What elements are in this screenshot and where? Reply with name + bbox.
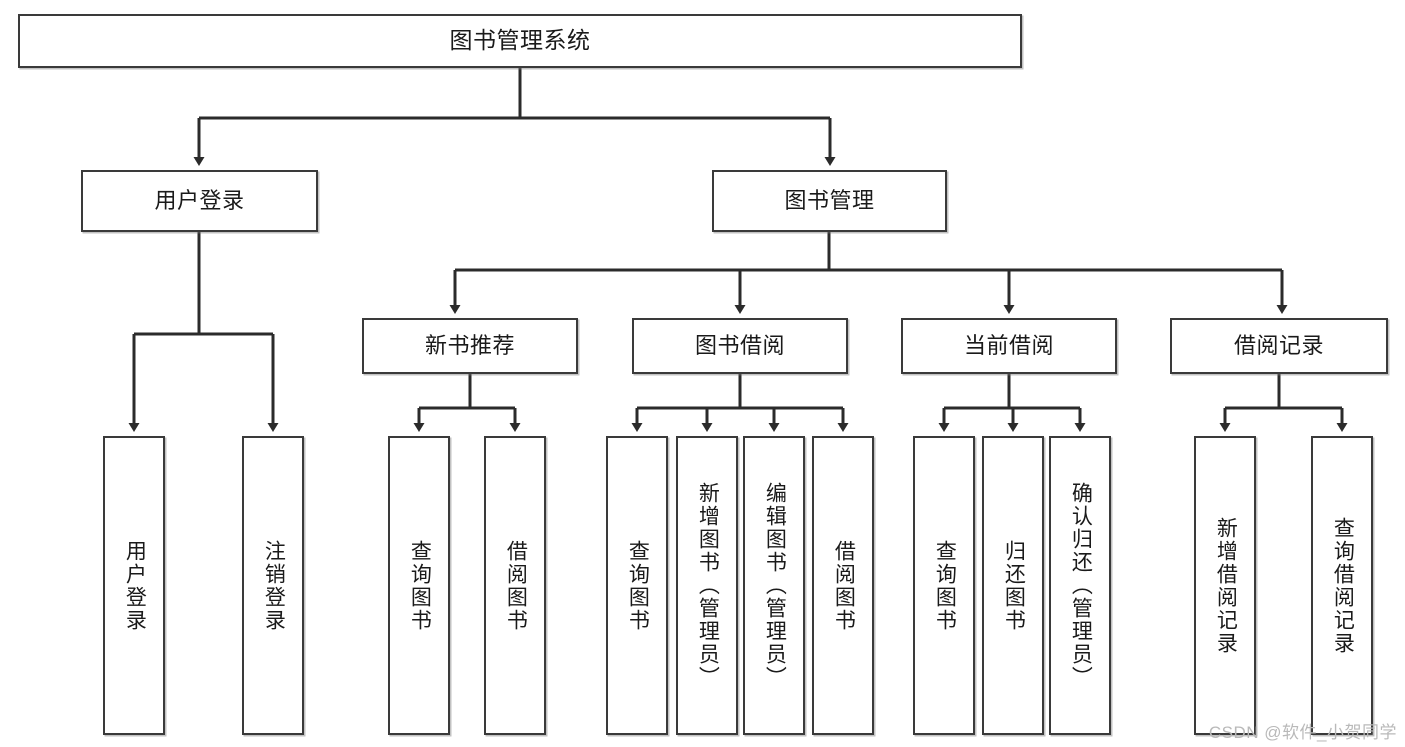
leaf-user-login[interactable]: 用户登录	[103, 436, 165, 735]
leaf-query-book-current-label: 查询图书	[933, 539, 957, 632]
node-root-label: 图书管理系统	[449, 27, 591, 54]
node-current-borrow-label: 当前借阅	[963, 333, 1054, 359]
leaf-edit-book-admin-label: 编辑图书（管理员）	[763, 482, 787, 689]
leaf-borrow-book-label: 借阅图书	[832, 539, 856, 632]
node-user-login[interactable]: 用户登录	[81, 170, 318, 232]
node-book-management-label: 图书管理	[784, 188, 875, 214]
node-new-book-recommend[interactable]: 新书推荐	[362, 318, 578, 374]
leaf-add-book-admin[interactable]: 新增图书（管理员）	[676, 436, 738, 735]
node-borrow-record[interactable]: 借阅记录	[1170, 318, 1388, 374]
leaf-query-borrow-record[interactable]: 查询借阅记录	[1311, 436, 1373, 735]
leaf-user-login-label: 用户登录	[123, 539, 147, 632]
leaf-borrow-book-recommend-label: 借阅图书	[504, 539, 528, 632]
node-user-login-label: 用户登录	[154, 188, 245, 214]
node-new-book-recommend-label: 新书推荐	[424, 333, 515, 359]
node-book-borrow[interactable]: 图书借阅	[632, 318, 848, 374]
node-book-management[interactable]: 图书管理	[712, 170, 947, 232]
leaf-borrow-book[interactable]: 借阅图书	[812, 436, 874, 735]
leaf-add-borrow-record[interactable]: 新增借阅记录	[1194, 436, 1256, 735]
leaf-return-book[interactable]: 归还图书	[982, 436, 1044, 735]
leaf-return-book-label: 归还图书	[1002, 539, 1026, 632]
leaf-confirm-return-admin[interactable]: 确认归还（管理员）	[1049, 436, 1111, 735]
leaf-query-book-current[interactable]: 查询图书	[913, 436, 975, 735]
leaf-confirm-return-admin-label: 确认归还（管理员）	[1069, 482, 1093, 689]
leaf-query-book-borrow[interactable]: 查询图书	[606, 436, 668, 735]
leaf-add-borrow-record-label: 新增借阅记录	[1214, 516, 1238, 655]
node-current-borrow[interactable]: 当前借阅	[901, 318, 1117, 374]
leaf-add-book-admin-label: 新增图书（管理员）	[696, 482, 720, 689]
leaf-query-book-recommend[interactable]: 查询图书	[388, 436, 450, 735]
node-borrow-record-label: 借阅记录	[1233, 333, 1324, 359]
node-root[interactable]: 图书管理系统	[18, 14, 1022, 68]
leaf-query-book-borrow-label: 查询图书	[626, 539, 650, 632]
leaf-logout[interactable]: 注销登录	[242, 436, 304, 735]
leaf-edit-book-admin[interactable]: 编辑图书（管理员）	[743, 436, 805, 735]
leaf-logout-label: 注销登录	[262, 539, 286, 632]
node-book-borrow-label: 图书借阅	[694, 333, 785, 359]
leaf-borrow-book-recommend[interactable]: 借阅图书	[484, 436, 546, 735]
leaf-query-book-recommend-label: 查询图书	[408, 539, 432, 632]
leaf-query-borrow-record-label: 查询借阅记录	[1331, 516, 1355, 655]
watermark: CSDN @软件_小贺同学	[1208, 723, 1397, 742]
